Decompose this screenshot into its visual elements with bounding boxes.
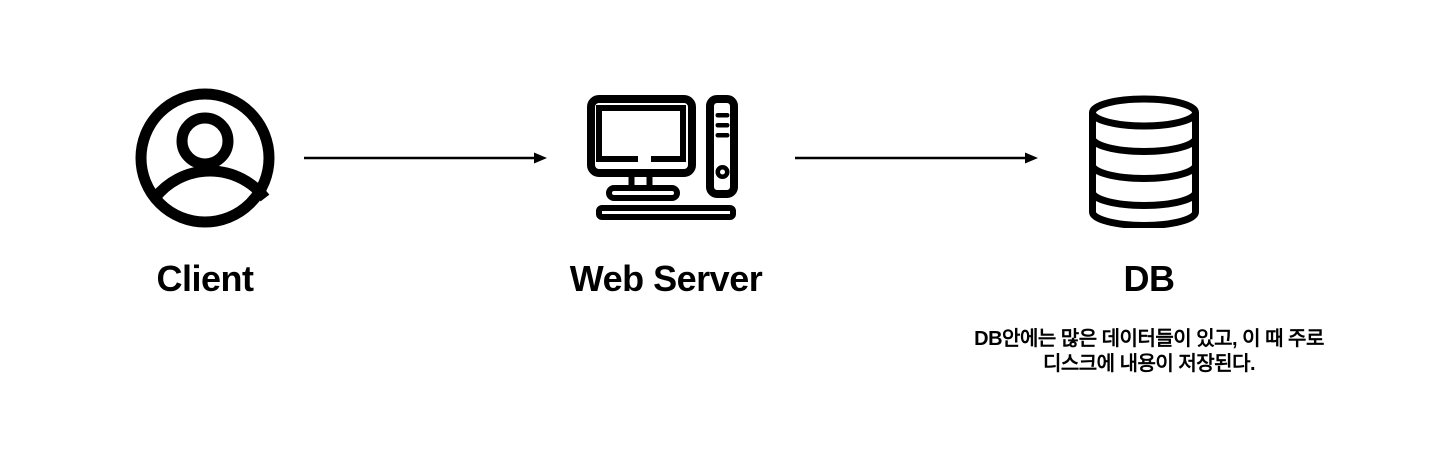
db-label: DB (1123, 258, 1176, 299)
desktop-computer-icon (587, 95, 738, 220)
db-note-line-1: DB안에는 많은 데이터들이 있고, 이 때 주로 (974, 328, 1324, 350)
node-db (1089, 93, 1199, 228)
client-label: Client (156, 258, 254, 299)
web-server-label: Web Server (569, 258, 763, 299)
database-icon (1089, 95, 1199, 228)
db-note: DB안에는 많은 데이터들이 있고, 이 때 주로 디스크에 내용이 저장된다. (899, 327, 1399, 377)
node-web-server (585, 92, 740, 222)
db-note-line-2: 디스크에 내용이 저장된다. (1042, 353, 1256, 375)
node-client (135, 88, 275, 228)
user-circle-icon (135, 88, 275, 228)
edge-arrow-client-to-web-server (304, 152, 547, 164)
edge-arrow-web-server-to-db (795, 152, 1038, 164)
